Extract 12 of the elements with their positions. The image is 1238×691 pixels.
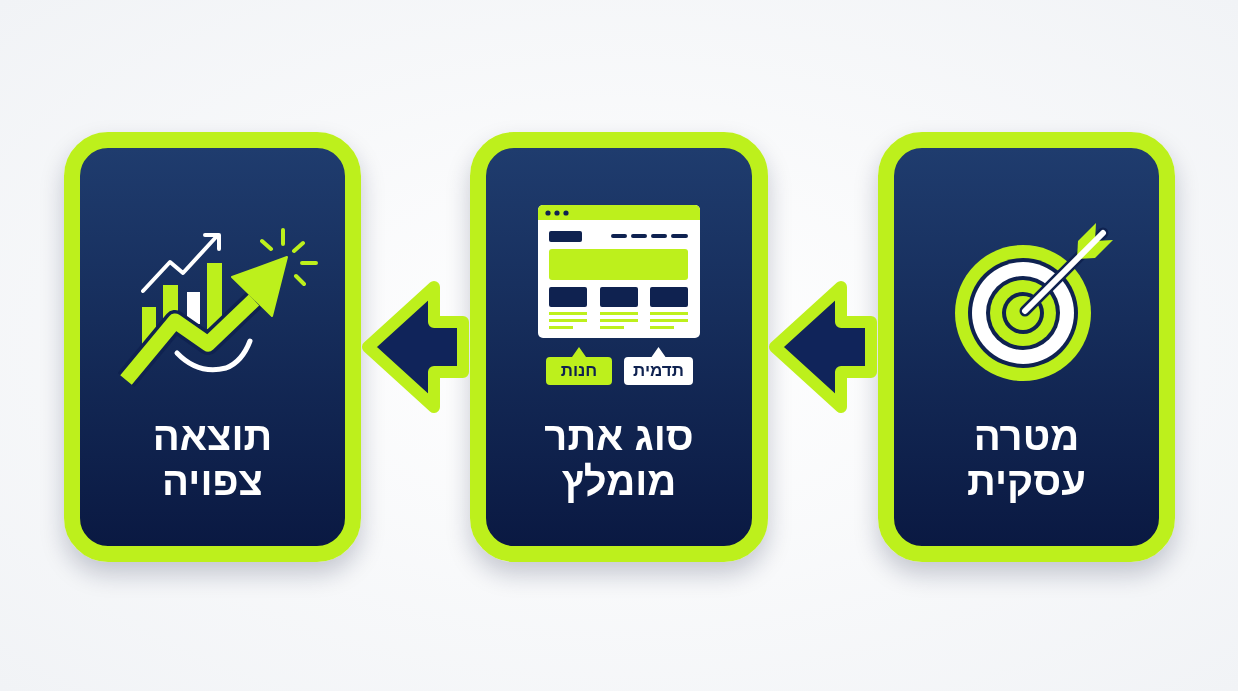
- step-title: מטרה עסקית: [966, 414, 1087, 504]
- tag-text: חנות: [560, 361, 598, 381]
- tag-text: תדמית: [633, 361, 684, 381]
- block-arrow: [769, 281, 877, 413]
- step-title: סוג אתר מומלץ: [543, 414, 695, 504]
- step-card: [64, 132, 361, 562]
- step-card: [470, 132, 768, 562]
- speech-tag: [546, 347, 612, 385]
- step-card: [878, 132, 1175, 562]
- step-title: תוצאה צפויה: [151, 414, 274, 504]
- speech-tag: [624, 347, 693, 385]
- block-arrow: [362, 281, 469, 413]
